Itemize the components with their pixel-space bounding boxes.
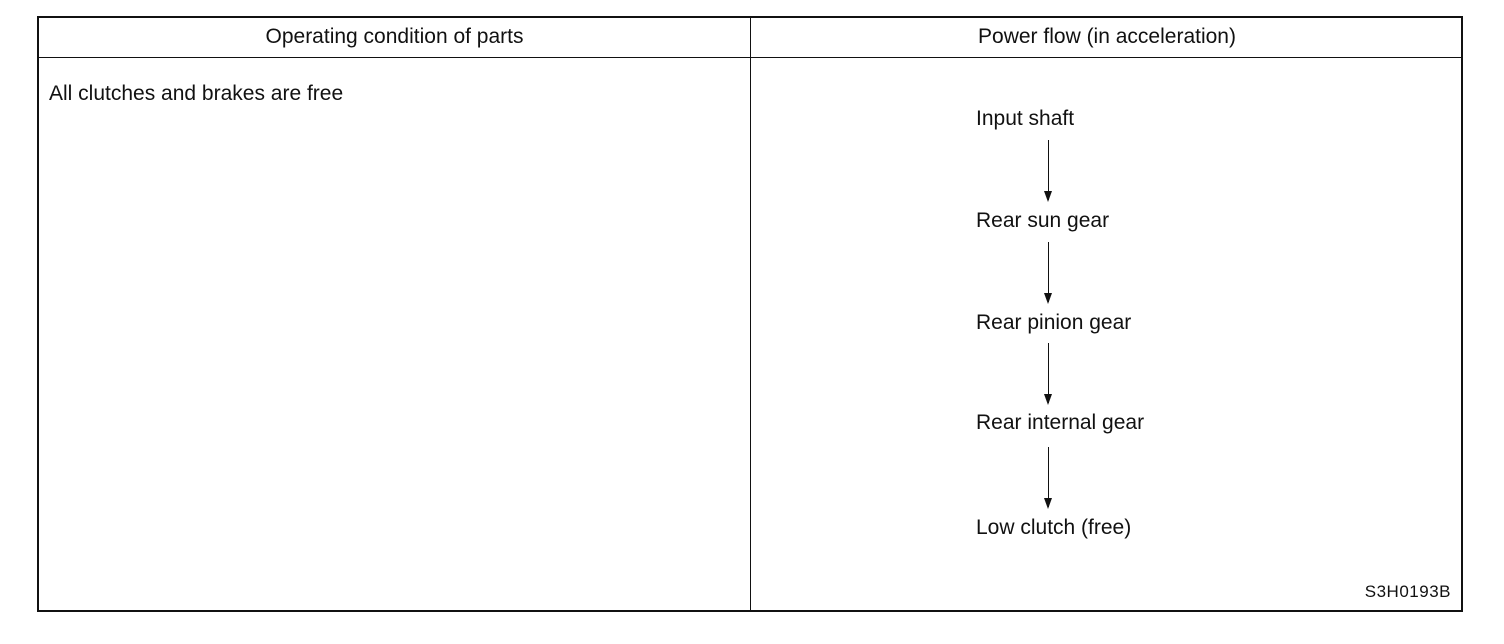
flow-step-rear-sun-gear: Rear sun gear — [976, 209, 1110, 232]
column-divider — [750, 18, 751, 610]
flow-step-rear-pinion-gear: Rear pinion gear — [976, 311, 1132, 334]
flow-arrow-down-icon — [1043, 140, 1052, 202]
header-power-flow: Power flow (in acceleration) — [978, 25, 1236, 48]
flow-step-low-clutch: Low clutch (free) — [976, 516, 1132, 539]
table-header-row: Operating condition of parts Power flow … — [39, 18, 1461, 58]
power-flow-table: Operating condition of parts Power flow … — [37, 16, 1463, 612]
figure-code: S3H0193B — [1364, 582, 1451, 601]
flow-step-rear-internal-gear: Rear internal gear — [976, 411, 1145, 434]
flow-arrow-down-icon — [1043, 242, 1052, 304]
flow-arrow-down-icon — [1043, 447, 1052, 509]
flow-step-input-shaft: Input shaft — [976, 107, 1075, 130]
operating-condition-text: All clutches and brakes are free — [49, 82, 344, 105]
header-operating-condition: Operating condition of parts — [265, 25, 524, 48]
flow-arrow-down-icon — [1043, 343, 1052, 405]
